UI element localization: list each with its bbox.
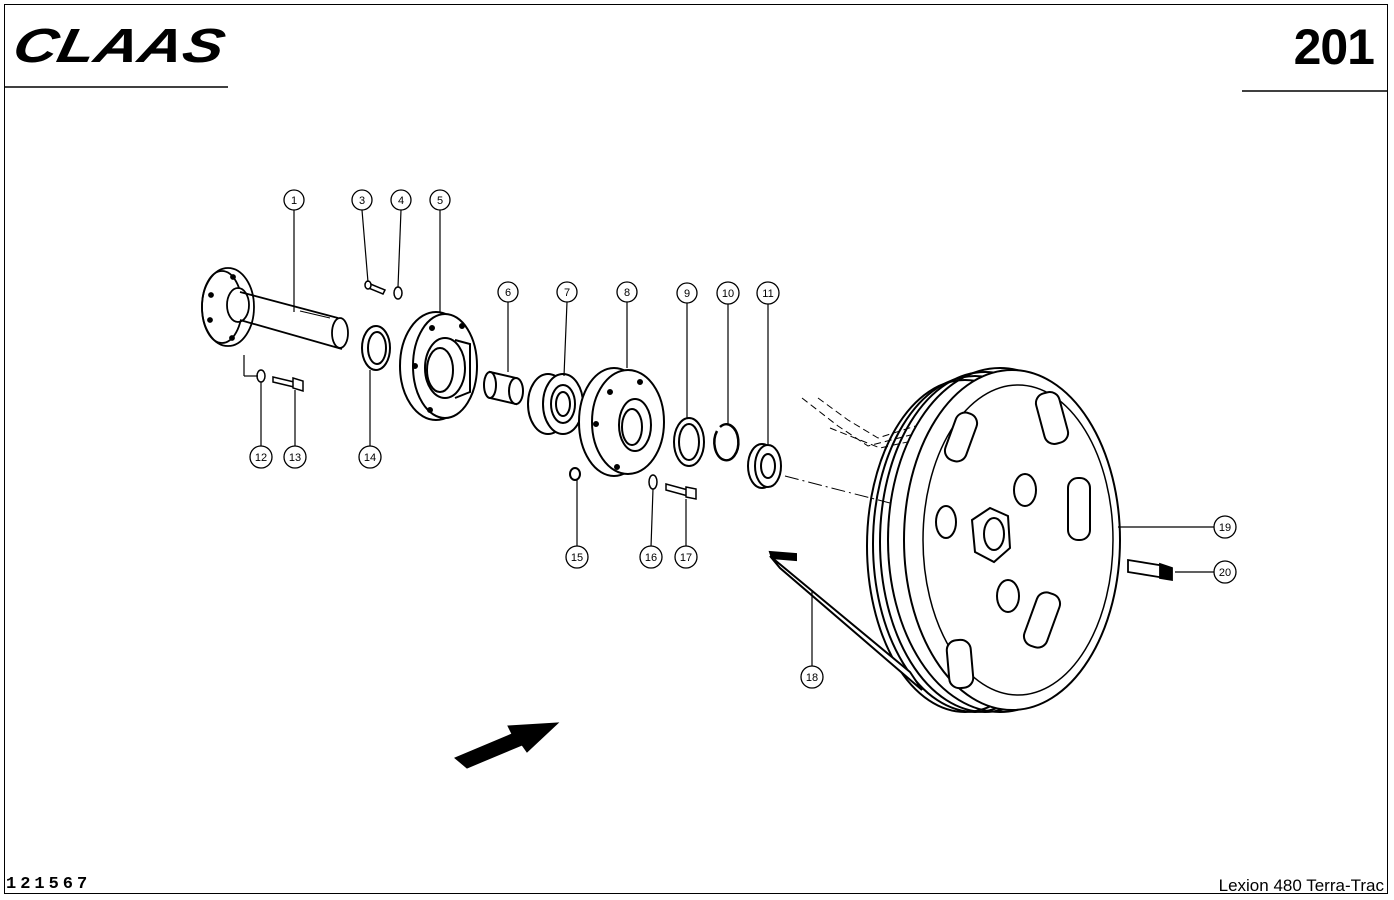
part-circlip-10: [713, 423, 740, 462]
part-bearing-11: [747, 443, 782, 489]
leader-lines: [243, 209, 1214, 667]
callout-18: 18: [800, 665, 824, 689]
callout-13: 13: [283, 445, 307, 469]
svg-text:18: 18: [806, 672, 818, 684]
svg-text:1: 1: [291, 195, 297, 207]
part-bearing-cover-8: [578, 367, 665, 477]
callout-3: 3: [351, 189, 373, 211]
svg-text:5: 5: [437, 195, 443, 207]
svg-text:8: 8: [624, 287, 630, 299]
svg-text:6: 6: [505, 287, 511, 299]
part-bolt-3: [364, 280, 387, 295]
part-shaft-flange: [201, 267, 349, 350]
callout-14: 14: [358, 445, 382, 469]
callout-5: 5: [429, 189, 451, 211]
svg-text:20: 20: [1219, 567, 1231, 579]
axis-line: [784, 475, 891, 504]
drawing-id: 121567: [6, 875, 92, 894]
page-number: 201: [1293, 19, 1375, 75]
callout-7: 7: [556, 281, 578, 303]
part-sleeve-6: [483, 370, 524, 406]
callout-19: 19: [1213, 515, 1237, 539]
model-name: Lexion 480 Terra-Trac: [1218, 876, 1384, 895]
callout-4: 4: [390, 189, 412, 211]
callout-8: 8: [616, 281, 638, 303]
callout-16: 16: [639, 545, 663, 569]
svg-text:16: 16: [645, 552, 657, 564]
svg-text:CLAAS: CLAAS: [9, 19, 230, 72]
svg-text:10: 10: [722, 288, 734, 300]
svg-text:3: 3: [359, 195, 365, 207]
svg-text:13: 13: [289, 452, 301, 464]
svg-text:14: 14: [364, 452, 376, 464]
part-grease-nipple-15: [569, 467, 581, 481]
callout-20: 20: [1213, 560, 1237, 584]
svg-text:12: 12: [255, 452, 267, 464]
svg-text:19: 19: [1219, 522, 1231, 534]
callout-11: 11: [756, 281, 780, 305]
callout-17: 17: [674, 545, 698, 569]
part-ball-bearing-7: [527, 373, 584, 435]
part-seal-ring-14: [361, 325, 391, 371]
svg-text:15: 15: [571, 552, 583, 564]
part-bolt-13: [272, 376, 304, 393]
claas-logo: CLAAS: [9, 19, 230, 72]
callout-1: 1: [283, 189, 305, 211]
svg-text:4: 4: [398, 195, 404, 207]
direction-arrow-icon: [454, 722, 560, 769]
callout-10: 10: [716, 281, 740, 305]
page-frame: [4, 4, 1388, 894]
svg-text:9: 9: [684, 288, 690, 300]
svg-text:7: 7: [564, 287, 570, 299]
callout-12: 12: [249, 445, 273, 469]
part-bearing-housing-5: [399, 311, 478, 421]
svg-text:17: 17: [680, 552, 692, 564]
part-ring-9: [673, 417, 705, 467]
part-bolt-17: [665, 483, 697, 500]
part-pulley-19: [866, 367, 1121, 713]
part-v-belt-18: [768, 550, 923, 691]
svg-text:11: 11: [762, 288, 773, 300]
callout-15: 15: [565, 545, 589, 569]
callout-6: 6: [497, 281, 519, 303]
callout-9: 9: [676, 282, 698, 304]
part-key-20: [1127, 558, 1173, 582]
